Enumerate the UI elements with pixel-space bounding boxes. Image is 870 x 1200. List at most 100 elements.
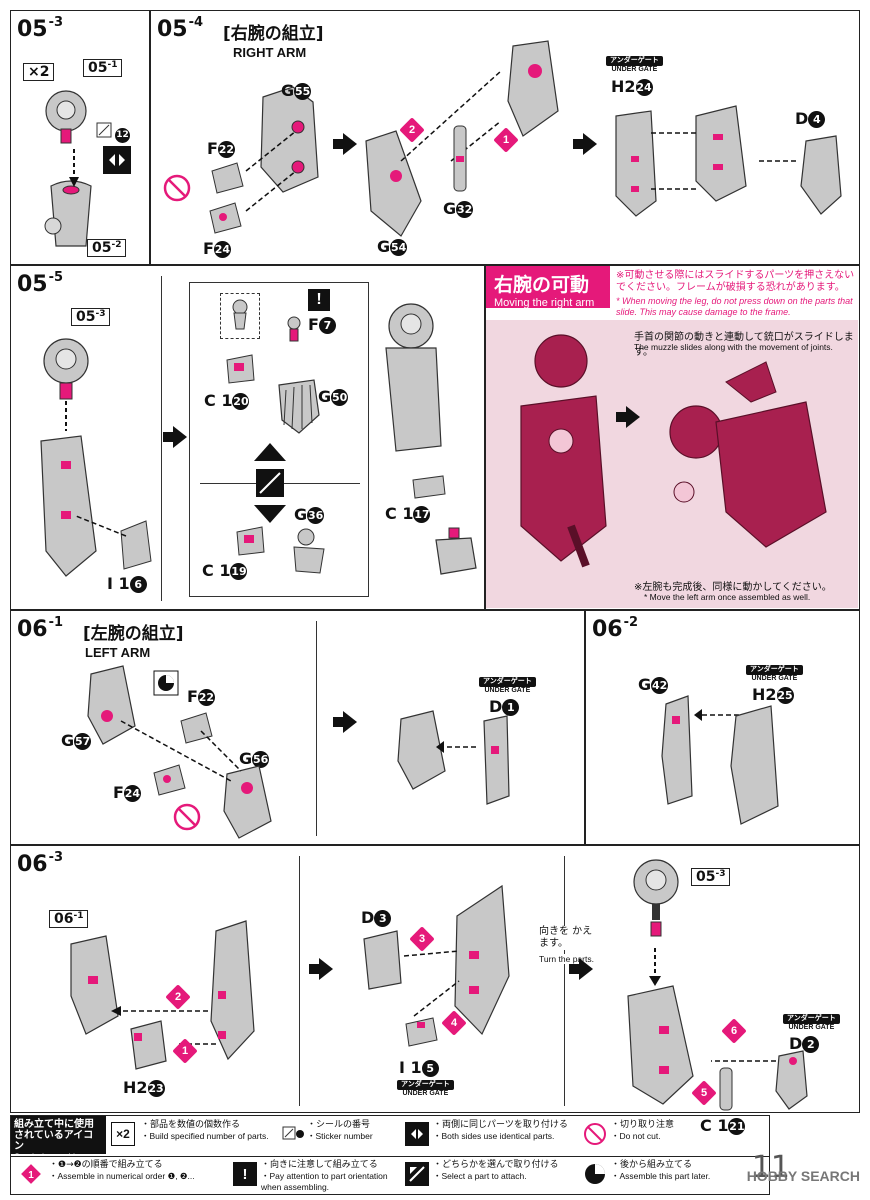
part-g42 xyxy=(661,695,693,805)
arm-motion-before xyxy=(520,334,607,568)
shoulder-ball-part xyxy=(45,90,87,144)
part-d4 xyxy=(800,135,842,215)
legend-multiplier: ・部品を数値の個数作る・Build specified number of pa… xyxy=(141,1120,269,1141)
sticker-icon xyxy=(281,1122,305,1146)
order-badge-5: 5 xyxy=(691,1080,717,1106)
legend-divider xyxy=(11,1156,769,1157)
arm-full-part xyxy=(385,303,442,452)
select-icon xyxy=(405,1162,429,1186)
section-title-en: LEFT ARM xyxy=(85,645,151,660)
step-arrow xyxy=(333,133,357,155)
divider xyxy=(316,621,317,836)
sticker-number: 12 xyxy=(115,123,130,143)
step-arrow xyxy=(569,958,593,980)
divider xyxy=(161,276,162,601)
arm-core-part xyxy=(695,105,747,202)
label-h2-25: H225 xyxy=(752,685,794,704)
part-f24 xyxy=(153,764,186,796)
label-f22: F22 xyxy=(187,687,215,706)
step-number: 05-4 xyxy=(157,15,204,42)
label-g50: G50 xyxy=(318,387,349,406)
select-icon xyxy=(254,443,286,523)
footnote-en: * Move the left arm once assembled as we… xyxy=(644,592,811,602)
legend-attention: ・向きに注意して組み立てる・Pay attention to part orie… xyxy=(261,1160,388,1192)
step-arrow xyxy=(163,426,187,448)
part-i16 xyxy=(120,520,152,570)
motion-panel: 右腕の可動 Moving the right arm ※可動させる際にはスライド… xyxy=(485,265,860,610)
divider xyxy=(299,856,300,1106)
step-arrow xyxy=(616,406,640,428)
sticker-icon xyxy=(96,122,112,138)
upper-arm-part xyxy=(44,180,92,247)
arm-frame-part-g56 xyxy=(223,765,272,839)
arm-frame-part-g55 xyxy=(260,86,319,193)
part-d1 xyxy=(483,715,510,805)
note-jp: 手首の関節の動きと連動して銃口がスライドします。 xyxy=(634,332,854,358)
warning-en: * When moving the leg, do not press down… xyxy=(616,296,853,317)
footnote-jp: ※左腕も完成後、同様に動かしてください。 xyxy=(634,582,832,593)
order-badge-1: 1 xyxy=(493,127,519,153)
section-title-jp: [右腕の組立] xyxy=(223,24,324,44)
assembly-arrows xyxy=(120,720,242,782)
label-h2-24: H224 xyxy=(611,77,653,96)
left-arm-body-part xyxy=(627,985,694,1105)
label-c1-20: C 120 xyxy=(204,391,250,410)
order-badge-4: 4 xyxy=(441,1010,467,1036)
no-cut-icon xyxy=(163,174,191,202)
label-c1-19: C 119 xyxy=(202,561,248,580)
rod-part-g32 xyxy=(453,125,467,192)
ref-05-2: 05-2 xyxy=(87,239,127,257)
step-number: 05-5 xyxy=(17,270,64,297)
part-c1-19 xyxy=(236,526,265,556)
small-joint-part xyxy=(232,299,248,330)
assembly-arrow xyxy=(694,709,739,721)
step-number: 05-3 xyxy=(17,15,64,42)
note-en: The muzzle slides along with the movemen… xyxy=(634,342,833,352)
both-sides-icon xyxy=(103,146,131,174)
part-f7 xyxy=(287,316,301,342)
svg-text:1: 1 xyxy=(28,1170,34,1181)
legend-both-sides: ・両側に同じパーツを取り付ける・Both sides use identical… xyxy=(433,1120,568,1141)
part-f22 xyxy=(211,162,244,194)
shoulder-part xyxy=(633,859,679,937)
no-cut-icon xyxy=(173,803,201,831)
arm-assembly-part xyxy=(365,130,422,237)
step-05-3-panel: 05-3 ×2 05-1 12 05-2 xyxy=(10,10,150,265)
arm-shell-part xyxy=(507,40,559,137)
attention-icon: ! xyxy=(233,1162,257,1186)
part-d3 xyxy=(363,930,402,990)
arm-frame-part-g57 xyxy=(87,665,136,745)
step-06-1-panel: 06-1 [左腕の組立] LEFT ARM F22 G57 G56 F24 アン… xyxy=(10,610,585,845)
arm-assembled-part xyxy=(40,338,97,577)
rod-part-c1-21 xyxy=(719,1067,733,1111)
part-c1-20 xyxy=(226,354,255,384)
label-f24: F24 xyxy=(203,239,231,258)
turn-note-jp: 向きを かえます。 xyxy=(539,926,599,950)
divider xyxy=(564,856,565,1106)
assembly-arrows-3 xyxy=(651,132,796,190)
legend-sticker: ・シールの番号・Sticker number xyxy=(307,1120,373,1141)
arm-shell-part-2 xyxy=(454,884,510,1036)
step-number: 06-2 xyxy=(592,615,639,642)
hand-part-g50 xyxy=(278,379,320,434)
part-c1-17 xyxy=(412,475,446,499)
motion-title-box: 右腕の可動 Moving the right arm xyxy=(486,266,610,309)
assembly-arrows-3 xyxy=(711,1060,776,1062)
part-h2-25 xyxy=(730,705,779,825)
label-g56: G56 xyxy=(239,749,270,768)
arm-shell-part xyxy=(210,920,255,1061)
part-f22 xyxy=(180,712,213,744)
section-title-en: RIGHT ARM xyxy=(233,45,307,60)
label-c1-21: C 121 xyxy=(700,1116,746,1135)
part-f24 xyxy=(209,202,242,234)
multiplier-badge: ×2 xyxy=(23,63,55,81)
